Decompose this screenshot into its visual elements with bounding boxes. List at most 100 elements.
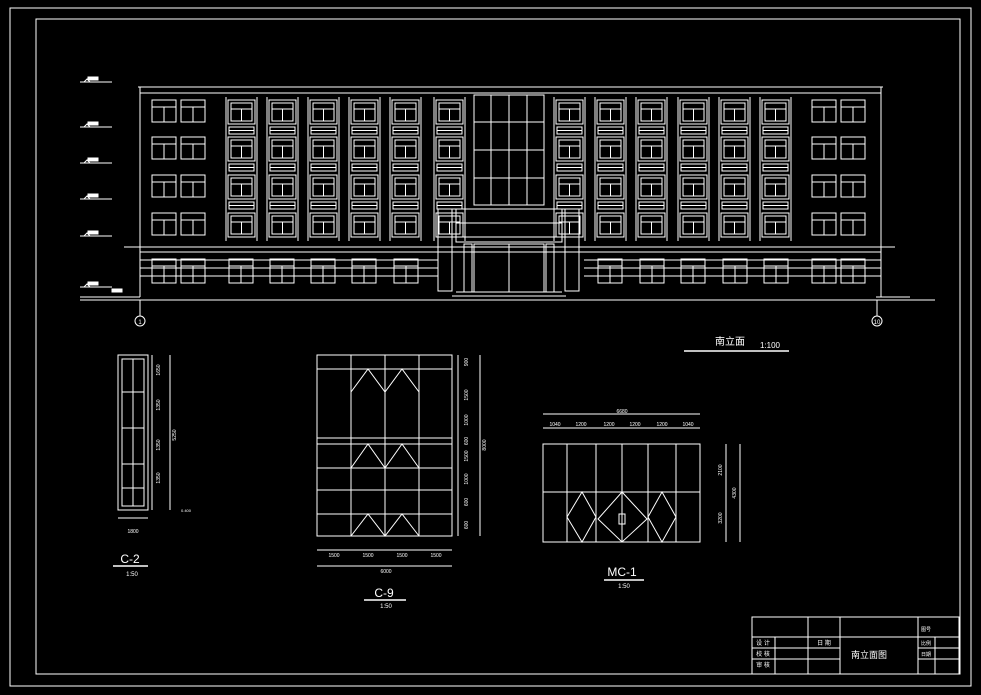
elevation-title: 南立面 bbox=[715, 335, 745, 348]
level-marker-tag bbox=[87, 121, 99, 126]
axis-bubble-right bbox=[871, 315, 883, 327]
c9-width-dim: 1500 bbox=[396, 553, 407, 559]
elevation-window bbox=[555, 174, 584, 200]
elevation-window bbox=[596, 136, 625, 162]
mc1-height-dim: 2100 bbox=[718, 464, 724, 475]
c9-width-dim: 1500 bbox=[328, 553, 339, 559]
mc1-diamond bbox=[566, 491, 597, 543]
axis-bubble-left bbox=[134, 315, 146, 327]
elevation-window bbox=[679, 99, 708, 125]
c9-scale: 1:50 bbox=[380, 604, 392, 610]
mc1-width-dim: 1200 bbox=[603, 422, 614, 428]
elevation-window bbox=[720, 99, 749, 125]
elevation-window bbox=[391, 212, 420, 238]
tb-label-scale: 比例 bbox=[921, 640, 931, 647]
level-marker-arrow bbox=[83, 195, 91, 200]
level-markers bbox=[80, 76, 123, 293]
sheet-outer-border bbox=[9, 7, 972, 687]
c9-height-dim: 1000 bbox=[464, 414, 470, 425]
axis-label-left: 1 bbox=[138, 320, 142, 326]
elevation-window bbox=[391, 174, 420, 200]
sheet-inner-border bbox=[35, 18, 961, 675]
elevation-window bbox=[637, 212, 666, 238]
elevation-window bbox=[309, 99, 338, 125]
c2-total-height: 5250 bbox=[172, 429, 178, 440]
level-marker-tag bbox=[87, 157, 99, 162]
elevation-window bbox=[679, 136, 708, 162]
mc1-scale: 1:50 bbox=[618, 584, 630, 590]
c9-height-dim: 1500 bbox=[464, 450, 470, 461]
column-right bbox=[545, 243, 555, 293]
column-left bbox=[463, 243, 473, 293]
mc1-width-dim: 1200 bbox=[575, 422, 586, 428]
mc1-total-width: 6680 bbox=[616, 409, 627, 415]
elevation-window bbox=[720, 174, 749, 200]
entrance-pilaster-right bbox=[564, 208, 580, 292]
c2-height-dim: 1350 bbox=[156, 439, 162, 450]
c9-triangle-pattern bbox=[350, 443, 420, 469]
elevation-window bbox=[268, 212, 297, 238]
mc1-width-dim: 1040 bbox=[682, 422, 693, 428]
level-marker-arrow bbox=[83, 232, 91, 237]
title-block bbox=[751, 616, 960, 675]
window-c2-detail bbox=[117, 354, 171, 519]
elevation-window bbox=[679, 174, 708, 200]
door-mc1-detail bbox=[542, 413, 741, 544]
window-c9-detail bbox=[316, 354, 481, 567]
c9-total-height: 8000 bbox=[482, 439, 488, 450]
tb-label-design: 设 计 bbox=[756, 639, 770, 647]
c9-triangle-pattern bbox=[350, 368, 420, 393]
elevation-window bbox=[227, 212, 256, 238]
elevation-window bbox=[555, 212, 584, 238]
elevation-window bbox=[350, 99, 379, 125]
mc1-label: MC-1 bbox=[607, 565, 637, 579]
c2-width-dim: 1800 bbox=[127, 529, 138, 535]
level-marker-tag bbox=[87, 230, 99, 235]
elevation-window bbox=[555, 99, 584, 125]
c9-height-dim: 1000 bbox=[464, 473, 470, 484]
elevation-window bbox=[309, 174, 338, 200]
c2-height-dim: 1350 bbox=[156, 399, 162, 410]
elevation-window bbox=[268, 136, 297, 162]
elevation-window bbox=[227, 174, 256, 200]
entrance-pilaster-left bbox=[437, 208, 453, 292]
c2-scale: 1:50 bbox=[126, 572, 138, 578]
elevation-window bbox=[227, 136, 256, 162]
elevation-windows bbox=[151, 97, 866, 284]
elevation-window bbox=[268, 99, 297, 125]
elevation-window bbox=[435, 174, 464, 200]
title-block-frame bbox=[751, 616, 960, 675]
elevation-window bbox=[391, 136, 420, 162]
level-marker-tag bbox=[87, 281, 99, 286]
mc1-handle bbox=[618, 513, 626, 525]
level-marker-arrow bbox=[83, 78, 91, 83]
c2-height-dim: 1350 bbox=[156, 472, 162, 483]
c9-height-dim: 600 bbox=[464, 521, 470, 530]
mc1-total-height: 4300 bbox=[732, 487, 738, 498]
level-marker-tag bbox=[87, 193, 99, 198]
elevation-window bbox=[761, 136, 790, 162]
c9-total-width: 6000 bbox=[380, 569, 391, 575]
elevation-window bbox=[268, 174, 297, 200]
c9-width-dim: 1500 bbox=[362, 553, 373, 559]
elevation-window bbox=[309, 136, 338, 162]
tb-drawing-name: 南立面图 bbox=[851, 649, 887, 660]
c9-height-dim: 600 bbox=[464, 437, 470, 446]
tb-label-review: 审 核 bbox=[756, 661, 770, 669]
elevation-window bbox=[637, 99, 666, 125]
level-marker-arrow bbox=[83, 283, 91, 288]
elevation-window bbox=[596, 212, 625, 238]
c2-label: C-2 bbox=[120, 552, 140, 566]
mc1-center-diamond bbox=[597, 491, 648, 543]
elevation-window bbox=[227, 99, 256, 125]
elevation-scale: 1:100 bbox=[760, 341, 781, 350]
elevation-window bbox=[435, 99, 464, 125]
elevation-window bbox=[720, 136, 749, 162]
level-marker-tag bbox=[87, 76, 99, 81]
elevation-window bbox=[391, 99, 420, 125]
tb-label-date: 日期 bbox=[921, 652, 931, 658]
south-elevation bbox=[80, 76, 935, 327]
elevation-window bbox=[350, 212, 379, 238]
elevation-window bbox=[761, 174, 790, 200]
